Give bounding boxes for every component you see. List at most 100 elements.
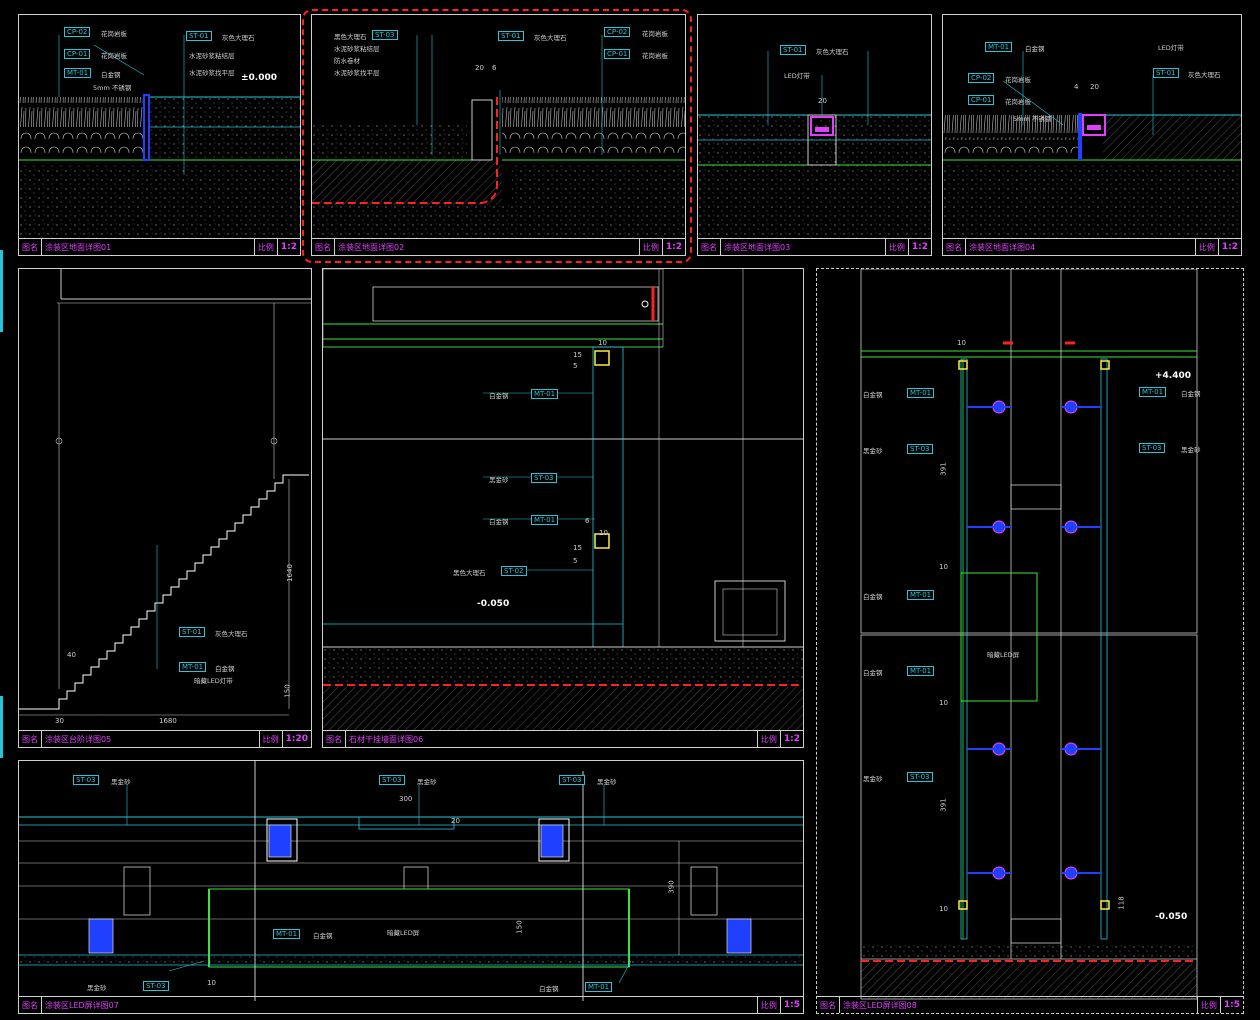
note-2: 黑金砂 (489, 476, 509, 484)
tag-mt01: MT-01 (531, 389, 559, 399)
tag-mt01: MT-01 (64, 68, 92, 78)
note-1: 黑金砂 (111, 778, 131, 786)
dim-1: 40 (67, 651, 76, 659)
tag-st03-d: ST-03 (143, 981, 169, 991)
note-5: 5mm 不锈钢 (1013, 115, 1052, 123)
detail-panel-04[interactable]: MT-01 白金钢 LED灯带 CP-02 花岗岩板 CP-01 花岗岩板 5m… (942, 14, 1242, 256)
tag-st03-b: ST-03 (907, 772, 933, 782)
detail-drawing-05 (19, 269, 311, 716)
title-block: 图名 涂装区地面详图02 比例 1:2 (312, 238, 685, 255)
detail-panel-02[interactable]: 黑色大理石 ST-03 水泥砂浆粘结层 防水卷材 水泥砂浆找平层 ST-01 灰… (311, 14, 686, 256)
detail-drawing-08 (860, 269, 1198, 1000)
dim-3: 150 (515, 920, 524, 934)
note-7: 白金钢 (1181, 390, 1201, 398)
panel-title: 涂装区地面详图01 (45, 242, 112, 252)
note-1: 灰色大理石 (215, 630, 248, 638)
dim-6: 118 (1117, 896, 1126, 910)
panel-scale: 1:20 (285, 734, 308, 744)
tag-mt01: MT-01 (985, 42, 1013, 52)
detail-panel-07[interactable]: ST-03 黑金砂 ST-03 黑金砂 ST-03 黑金砂 MT-01 白金钢 … (18, 760, 804, 1014)
detail-drawing-03 (698, 51, 931, 241)
detail-drawing-01 (19, 35, 300, 241)
detail-panel-08[interactable]: 白金钢 MT-01 黑金砂 ST-03 白金钢 MT-01 暗藏LED屏 白金钢… (816, 268, 1244, 1014)
note-7: 水泥砂浆找平层 (189, 69, 235, 77)
tag-st03: ST-03 (372, 30, 398, 40)
detail-panel-01[interactable]: CP-02 花岗岩板 CP-01 花岗岩板 MT-01 白金钢 5mm 不锈钢 … (18, 14, 301, 256)
detail-panel-03[interactable]: ST-01 灰色大理石 LED灯带 20 图名 涂装区地面详图03 比例 1:2 (697, 14, 932, 256)
note-4: 水泥砂浆找平层 (334, 69, 380, 77)
note-4: 暗藏LED屏 (387, 929, 420, 937)
tag-cp01: CP-01 (604, 49, 631, 59)
dim-1: 10 (957, 339, 966, 347)
title-block: 图名 涂装区LED屏详图08 比例 1:5 (817, 996, 1243, 1013)
level-mark: ±0.000 (241, 73, 278, 83)
panel-title: 涂装区地面详图04 (969, 242, 1036, 252)
dim-1: 10 (598, 339, 607, 347)
level-mark-bottom: -0.050 (1155, 912, 1188, 922)
note-5: 黑金砂 (597, 778, 617, 786)
tag-st01: ST-01 (498, 31, 524, 41)
detail-panel-05[interactable]: ST-01 灰色大理石 MT-01 白金钢 暗藏LED灯带 40 1680 16… (18, 268, 312, 748)
panel-title: 涂装区台阶详图05 (45, 734, 112, 744)
note-1: 灰色大理石 (816, 48, 849, 56)
tag-st03-c: ST-03 (1139, 443, 1165, 453)
tag-st01: ST-01 (1153, 68, 1179, 78)
panel-title: 涂装区LED屏详图08 (843, 1000, 917, 1010)
dim-5: 10 (599, 529, 608, 537)
dim-1: 20 (818, 97, 827, 105)
title-block: 图名 涂装区LED屏详图07 比例 1:5 (19, 996, 803, 1013)
dim-1: 20 (475, 64, 484, 72)
note-3: 防水卷材 (334, 57, 360, 65)
title-block: 图名 涂装区地面详图01 比例 1:2 (19, 238, 300, 255)
dim-2: 391 (939, 462, 948, 476)
note-1: 白金钢 (489, 392, 509, 400)
dim-7: 5 (573, 557, 578, 565)
dim-4: 6 (585, 517, 590, 525)
detail-drawing-06 (323, 269, 803, 731)
tag-cp02: CP-02 (968, 73, 995, 83)
panel-scale: 1:2 (280, 242, 297, 252)
note-3: 白金钢 (489, 518, 509, 526)
note-4: 花岗岩板 (1005, 98, 1031, 106)
note-7: 黑金砂 (87, 984, 107, 992)
left-ruler-mark-bottom (0, 696, 3, 758)
note-7: 花岗岩板 (642, 52, 668, 60)
dim-3: 10 (939, 563, 948, 571)
panel-scale: 1:2 (1221, 242, 1238, 252)
dim-5: 30 (55, 717, 64, 725)
tag-st02: ST-02 (501, 566, 527, 576)
note-5: 灰色大理石 (222, 34, 255, 42)
dim-7: 10 (939, 905, 948, 913)
note-4: 5mm 不锈钢 (93, 84, 132, 92)
dim-2: 20 (1090, 83, 1099, 91)
detail-drawing-04 (943, 51, 1241, 241)
dim-5: 20 (451, 817, 460, 825)
note-6: 花岗岩板 (642, 30, 668, 38)
tag-st01: ST-01 (780, 45, 806, 55)
note-5: 灰色大理石 (534, 34, 567, 42)
tag-st01: ST-01 (186, 31, 212, 41)
note-3: 白金钢 (863, 593, 883, 601)
tag-st01: ST-01 (179, 627, 205, 637)
tag-st03: ST-03 (531, 473, 557, 483)
note-4: 暗藏LED屏 (987, 651, 1020, 659)
panel-scale: 1:5 (783, 1000, 800, 1010)
note-1: 白金钢 (863, 391, 883, 399)
title-block: 图名 涂装区地面详图04 比例 1:2 (943, 238, 1241, 255)
note-2: 白金钢 (215, 665, 235, 673)
note-3: 白金钢 (101, 71, 121, 79)
tag-mt01-d: MT-01 (1139, 387, 1167, 397)
panel-scale: 1:2 (665, 242, 682, 252)
dim-3: 15 (573, 351, 582, 359)
tag-cp02: CP-02 (604, 27, 631, 37)
detail-drawing-07 (19, 761, 803, 1001)
panel-scale: 1:5 (1223, 1000, 1240, 1010)
tag-cp02: CP-02 (64, 27, 91, 37)
detail-drawing-02 (312, 35, 685, 241)
detail-panel-06[interactable]: 白金钢 MT-01 黑金砂 ST-03 白金钢 MT-01 黑色大理石 ST-0… (322, 268, 804, 748)
panel-title: 涂装区LED屏详图07 (45, 1000, 119, 1010)
title-block: 图名 涂装区台阶详图05 比例 1:20 (19, 730, 311, 747)
panel-title: 涂装区地面详图03 (724, 242, 791, 252)
tag-mt01-a: MT-01 (907, 388, 935, 398)
tag-mt01-c: MT-01 (907, 666, 935, 676)
